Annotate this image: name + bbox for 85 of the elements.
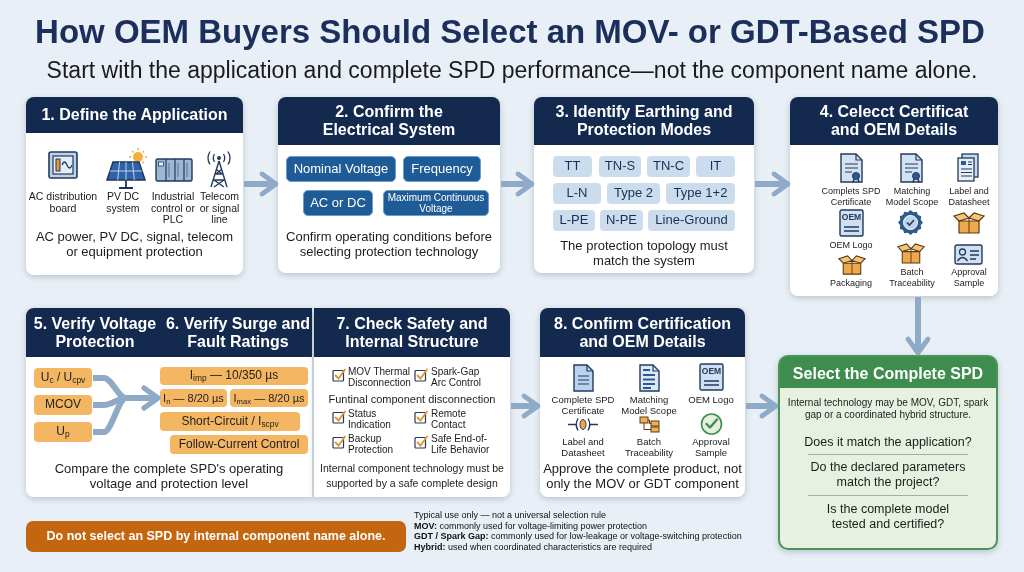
panel-heading: 1. Define the Application: [41, 106, 228, 124]
panel-heading: 2. Confirm the Electrical System: [321, 103, 457, 139]
panel-heading: Select the Complete SPD: [792, 363, 984, 382]
panel-description: Compare the complete SPD's operating voltage and protection level: [54, 461, 284, 491]
note-text: MOV: commonly used for voltage-limiting power protection: [414, 520, 648, 531]
icon-caption: OEM Logo: [829, 240, 873, 251]
checklist-question: Is the complete model tested and certified?: [825, 502, 951, 532]
mode-tag: Line-Ground: [648, 210, 735, 231]
rating-tag: U$_{c}$ / U$_{cpv}$: [34, 368, 92, 388]
arrow: [905, 297, 931, 356]
arrow: [511, 393, 541, 419]
warning-banner: Do not select an SPD by internal component name alone.: [26, 521, 406, 552]
panel-heading: 6. Verify Surge and Fault Ratings: [164, 314, 312, 351]
panel-heading: 5. Verify Voltage Protection: [32, 314, 158, 351]
icon-caption: PV DC system: [105, 191, 141, 214]
icon-caption: AC distribution board: [27, 191, 99, 214]
parameter-tag: Frequency: [403, 156, 481, 182]
panel-description: Approve the complete product, not only the MOV or GDT component: [543, 461, 742, 491]
rating-tag: Short-Circuit / I$_{scpv}$: [160, 412, 300, 431]
checklist-item: MOV Thermal Disconnection: [348, 366, 412, 388]
subtitle: Start with the application and complete SPD performance—not the component name alone.: [46, 57, 978, 83]
note-text: Internal technology may be MOV, GDT, spark gap or a coordinated hybrid structure.: [786, 397, 990, 421]
icon-caption: Industrial control or PLC: [150, 191, 196, 226]
icon-text: OEM: [701, 367, 722, 376]
panel-description: Internal component technology must be supported by a safe complete design: [319, 461, 505, 491]
panel-heading: 4. Celecct Certificat and OEM Details: [818, 103, 970, 139]
mode-tag: IT: [696, 156, 735, 177]
mode-tag: TN-S: [599, 156, 641, 177]
step-panel: [26, 97, 243, 275]
icon-caption: Complete SPD Certificate: [550, 394, 616, 416]
icon-caption: Label and Datasheet: [560, 436, 606, 458]
panel-description: AC power, PV DC, signal, telecom or equipment protection: [34, 229, 235, 259]
icon-caption: Complets SPD Certificate: [820, 186, 882, 207]
mode-tag: L-PE: [553, 210, 595, 231]
icon-caption: Matching Model Scope: [620, 394, 678, 416]
title: How OEM Buyers Should Select an MOV- or GDT-Based SPD: [35, 12, 985, 52]
icon-caption: Approval Sample: [950, 267, 988, 288]
rating-tag: Follow-Current Control: [170, 435, 308, 454]
step-panel: [26, 308, 312, 497]
rating-tag: I$_{n}$ — 8/20 µs: [160, 389, 227, 407]
parameter-tag: AC or DC: [303, 190, 373, 216]
checklist-question: Does it match the application?: [804, 434, 972, 450]
mode-tag: Type 2: [607, 183, 660, 204]
icon-caption: Packaging: [830, 278, 872, 289]
panel-heading: 7. Check Safety and Internal Structure: [335, 314, 489, 351]
mode-tag: L-N: [553, 183, 601, 204]
mode-tag: TT: [553, 156, 592, 177]
panel-heading: 8. Confirm Certification and OEM Details: [553, 314, 732, 351]
step-panel: [534, 97, 754, 273]
arrow: [755, 171, 791, 197]
checklist-item: Safe End-of-Life Behavior: [431, 433, 491, 455]
icon-caption: Approval Sample: [691, 436, 731, 458]
mode-tag: N-PE: [600, 210, 643, 231]
panel-description: Confirm operating conditions before selecting protection technology: [285, 229, 493, 259]
icon-caption: Batch Traceability: [623, 436, 675, 458]
step-panel: [540, 308, 745, 497]
arrow: [746, 393, 779, 419]
arrow: [501, 171, 535, 197]
checklist-item: Spark-Gap Arc Control: [431, 366, 482, 388]
icon-caption: Telecom or signal line: [198, 191, 241, 226]
checklist-item: Backup Protection: [348, 433, 395, 455]
step-panel: [278, 97, 500, 273]
checklist-item: Remote Contact: [431, 408, 467, 430]
note-text: Typical use only — not a universal selection rule: [414, 510, 607, 520]
icon-text: OEM: [841, 213, 862, 222]
icon-caption: Batch Traceability: [888, 267, 936, 288]
rating-tag: U$_{p}$: [34, 422, 92, 442]
checklist-question: Do the declared parameters match the project?: [809, 460, 967, 490]
result-panel: [778, 355, 998, 550]
panel-description: The protection topology must match the system: [559, 238, 729, 268]
icon-caption: OEM Logo: [688, 394, 734, 405]
mode-tag: Type 1+2: [666, 183, 735, 204]
parameter-tag: Nominal Voltage: [286, 156, 396, 182]
parameter-tag: Maximum Continuous Voltage: [383, 190, 489, 216]
rating-tag: I$_{max}$ — 8/20 µs: [230, 389, 308, 407]
mode-tag: TN-C: [647, 156, 690, 177]
panel-heading: 3. Identify Earthing and Protection Modes: [554, 103, 734, 139]
section-label: Funtinal component disconnection: [328, 392, 496, 406]
rating-tag: I$_{imp}$ — 10/350 µs: [160, 367, 308, 385]
checklist-item: Status Indication: [348, 408, 392, 430]
arrow: [244, 171, 279, 197]
icon-caption: Label and Datasheet: [947, 186, 991, 207]
step-panel: [314, 308, 510, 497]
icon-caption: Matching Model Scope: [884, 186, 940, 207]
rating-tag: MCOV: [34, 395, 92, 415]
